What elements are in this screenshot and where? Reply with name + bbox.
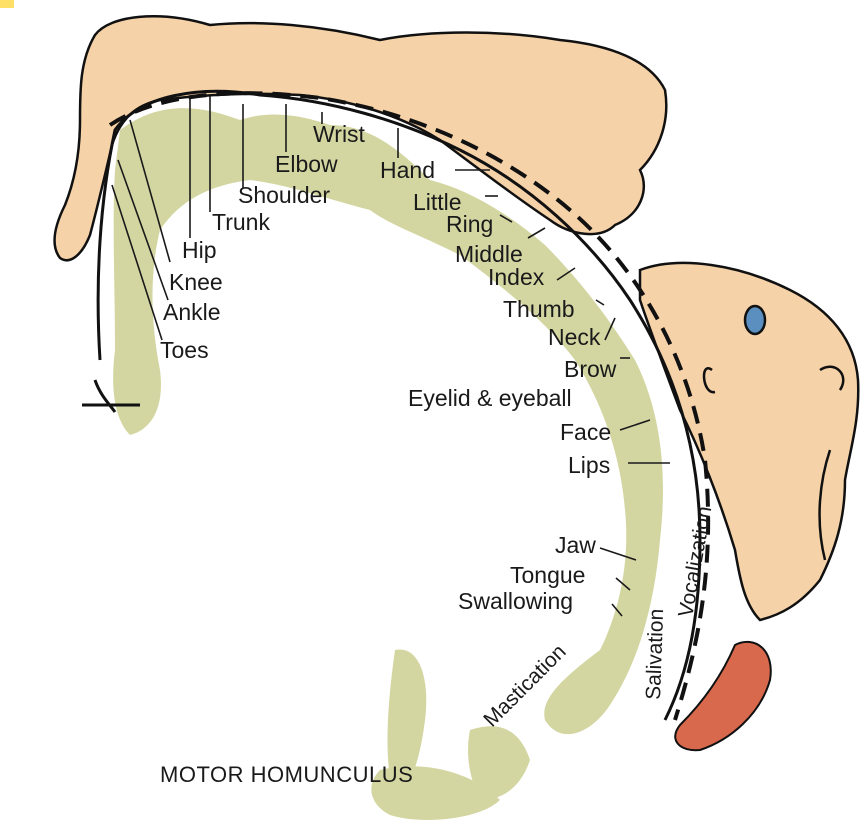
label-lips: Lips [568,452,610,478]
label-hip: Hip [182,237,217,263]
label-knee: Knee [169,269,223,295]
label-swallowing: Swallowing [458,588,573,614]
label-thumb: Thumb [503,296,575,322]
label-shoulder: Shoulder [238,182,330,208]
label-trunk: Trunk [212,209,270,235]
label-tongue: Tongue [510,562,585,588]
label-ankle: Ankle [163,299,221,325]
label-salivation: Salivation [642,608,668,700]
diagram-title: MOTOR HOMUNCULUS [160,762,413,787]
eye-icon [745,306,765,334]
label-vocalization: Vocalization [674,504,716,618]
label-brow: Brow [564,356,617,382]
label-hand: Hand [380,157,435,183]
label-index: Index [488,264,545,290]
corner-marker [0,0,14,8]
label-elbow: Elbow [275,151,338,177]
tongue-shape [675,642,771,750]
label-face: Face [560,419,611,445]
label-toes: Toes [160,337,209,363]
label-eyelid: Eyelid & eyeball [408,385,572,411]
label-ring: Ring [446,211,493,237]
label-neck: Neck [548,324,601,350]
label-wrist: Wrist [313,121,366,147]
label-jaw: Jaw [555,532,596,558]
